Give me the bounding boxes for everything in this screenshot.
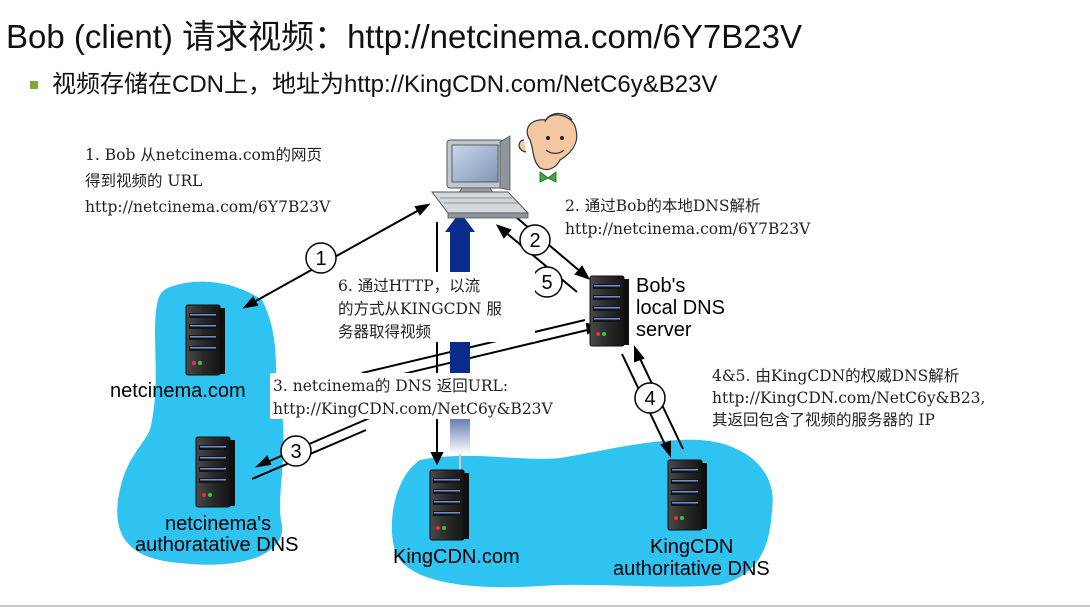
svg-text:1. Bob 从netcinema.com的网页: 1. Bob 从netcinema.com的网页 — [85, 146, 322, 164]
page-title: Bob (client) 请求视频：http://netcinema.com/6… — [6, 18, 802, 55]
kingcdn-label: KingCDN.com — [393, 546, 520, 568]
svg-text:server: server — [636, 319, 692, 341]
local-dns-label: Bob's local DNS server — [636, 275, 725, 341]
svg-text:4: 4 — [644, 388, 655, 410]
user-face-icon — [518, 112, 578, 183]
svg-text:authoratative DNS: authoratative DNS — [135, 534, 298, 556]
netcinema-server-icon — [185, 304, 226, 376]
svg-text:http://KingCDN.com/NetC6y&B23,: http://KingCDN.com/NetC6y&B23, — [712, 389, 985, 407]
step-number-4: 4 — [634, 382, 666, 414]
computer-icon — [430, 135, 530, 219]
netcinema-label: netcinema.com — [110, 380, 246, 402]
kingcdn-dns-label: KingCDN authoritative DNS — [613, 536, 770, 580]
svg-text:的方式从KINGCDN 服: 的方式从KINGCDN 服 — [338, 300, 502, 318]
subtitle-row: 视频存储在CDN上，地址为http://KingCDN.com/NetC6y&B… — [30, 64, 717, 99]
step-number-3: 3 — [280, 435, 312, 467]
svg-text:3: 3 — [290, 441, 301, 463]
kingcdn-dns-server-icon — [667, 459, 708, 531]
step1-annotation: 1. Bob 从netcinema.com的网页 得到视频的 URL http:… — [85, 146, 331, 216]
svg-text:3. netcinema的 DNS 返回URL:: 3. netcinema的 DNS 返回URL: — [273, 377, 508, 395]
svg-text:Bob's: Bob's — [636, 275, 685, 297]
svg-text:http://netcinema.com/6Y7B23V: http://netcinema.com/6Y7B23V — [85, 198, 331, 216]
svg-text:http://netcinema.com/6Y7B23V: http://netcinema.com/6Y7B23V — [565, 220, 811, 238]
svg-text:4&5. 由KingCDN的权威DNS解析: 4&5. 由KingCDN的权威DNS解析 — [712, 367, 959, 385]
svg-text:6. 通过HTTP，以流: 6. 通过HTTP，以流 — [338, 277, 480, 295]
svg-text:authoritative DNS: authoritative DNS — [613, 558, 770, 580]
step2-annotation: 2. 通过Bob的本地DNS解析 http://netcinema.com/6Y… — [565, 197, 811, 238]
local-dns-server-icon — [589, 275, 630, 347]
svg-text:netcinema's: netcinema's — [165, 513, 271, 535]
footer-divider — [0, 605, 1090, 607]
step6-annotation: 6. 通过HTTP，以流 的方式从KINGCDN 服 务器取得视频 — [335, 272, 535, 342]
netcinema-dns-label: netcinema's authoratative DNS — [135, 513, 298, 556]
svg-text:1: 1 — [315, 248, 326, 270]
bullet-icon — [30, 80, 38, 89]
svg-text:得到视频的 URL: 得到视频的 URL — [85, 172, 202, 190]
step-number-2: 2 — [519, 224, 551, 256]
svg-text:其返回包含了视频的服务器的 IP: 其返回包含了视频的服务器的 IP — [712, 411, 935, 429]
netcinema-dns-server-icon — [195, 436, 236, 508]
svg-text:2. 通过Bob的本地DNS解析: 2. 通过Bob的本地DNS解析 — [565, 197, 760, 215]
step-number-1: 1 — [305, 242, 337, 274]
step3-annotation: 3. netcinema的 DNS 返回URL: http://KingCDN.… — [270, 373, 610, 419]
svg-text:5: 5 — [541, 272, 552, 294]
svg-text:http://KingCDN.com/NetC6y&B23V: http://KingCDN.com/NetC6y&B23V — [273, 400, 554, 418]
step45-annotation: 4&5. 由KingCDN的权威DNS解析 http://KingCDN.com… — [712, 367, 985, 429]
svg-text:KingCDN: KingCDN — [650, 536, 733, 558]
kingcdn-server-icon — [429, 469, 470, 541]
step-number-5: 5 — [531, 266, 563, 298]
svg-text:2: 2 — [529, 230, 540, 252]
svg-text:务器取得视频: 务器取得视频 — [338, 323, 431, 341]
svg-text:local DNS: local DNS — [636, 297, 725, 319]
subtitle: 视频存储在CDN上，地址为http://KingCDN.com/NetC6y&B… — [52, 71, 718, 98]
netcinema-cloud — [117, 281, 284, 565]
